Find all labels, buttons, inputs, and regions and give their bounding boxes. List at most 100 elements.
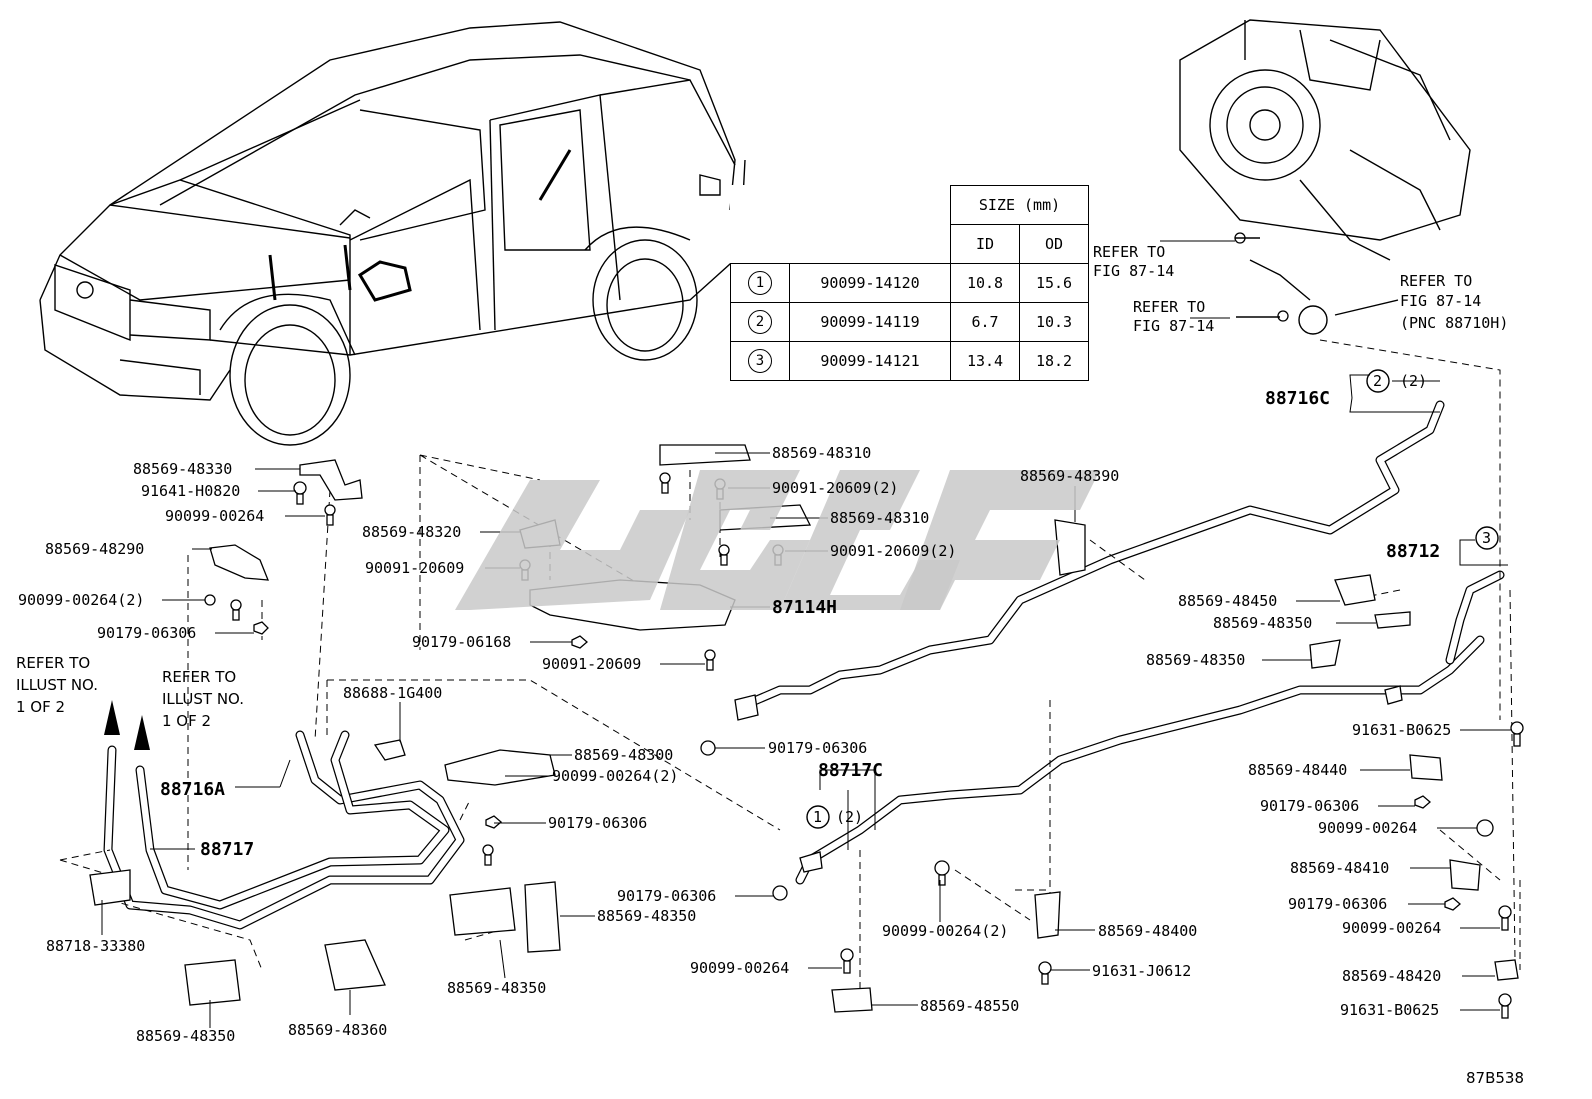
watermark-logo	[455, 470, 1100, 610]
refer-arrows	[104, 237, 1399, 750]
label-88569-48320: 88569-48320	[362, 523, 461, 541]
marker-3: 3	[1482, 529, 1491, 547]
label-88569-48360: 88569-48360	[288, 1021, 387, 1039]
label-91631-J0612: 91631-J0612	[1092, 962, 1191, 980]
circle-markers: 2 (2) 3 1 (2)	[806, 369, 1499, 829]
label-88569-48410: 88569-48410	[1290, 859, 1389, 877]
label-88718-33380: 88718-33380	[46, 937, 145, 955]
refer-fig-c-line1: REFER TO	[1400, 272, 1472, 290]
label-90091-20609-2a: 90091-20609(2)	[772, 479, 898, 497]
label-87114H: 87114H	[772, 597, 837, 618]
row-marker: 2	[748, 310, 772, 334]
part-number-cell: 90099-14119	[789, 302, 951, 342]
pipe-88712	[1445, 570, 1505, 665]
id-cell: 13.4	[950, 341, 1020, 381]
table-row: 3 90099-14121 13.4 18.2	[730, 341, 1089, 381]
label-88569-48350-b: 88569-48350	[1146, 651, 1245, 669]
arrow-up-icon	[134, 715, 150, 750]
refer-illust-right-2: ILLUST NO.	[162, 690, 244, 708]
label-90099-00264-2a: 90099-00264(2)	[18, 591, 144, 609]
label-88716A: 88716A	[160, 779, 225, 800]
refer-fig-b-line1: REFER TO	[1133, 298, 1205, 316]
label-88717C: 88717C	[818, 760, 883, 781]
refer-illust-right-1: REFER TO	[162, 668, 236, 686]
label-88569-48350-a: 88569-48350	[1213, 614, 1312, 632]
vehicle-illustration	[39, 21, 746, 446]
label-88569-48420: 88569-48420	[1342, 967, 1441, 985]
hose-size-table: SIZE (mm) ID OD 1 90099-14120 10.8 15.6 …	[730, 185, 1089, 381]
od-cell: 15.6	[1019, 263, 1089, 303]
table-row: 1 90099-14120 10.8 15.6	[730, 263, 1089, 303]
refer-illust-left-2: ILLUST NO.	[16, 676, 98, 694]
refer-illust-right-3: 1 OF 2	[162, 712, 211, 730]
hvac-unit-illustration	[1179, 19, 1471, 335]
refer-illust-left-3: 1 OF 2	[16, 698, 65, 716]
row-marker: 1	[748, 271, 772, 295]
qty-2-mid: (2)	[836, 808, 863, 826]
refer-illust-left-1: REFER TO	[16, 654, 90, 672]
label-88569-48350-d: 88569-48350	[136, 1027, 235, 1045]
refer-fig-c-line3: (PNC 88710H)	[1400, 314, 1508, 332]
refer-fig-a-line1: REFER TO	[1093, 243, 1165, 261]
pipe-88716A	[103, 730, 465, 930]
label-88569-48330: 88569-48330	[133, 460, 232, 478]
table-row: 2 90099-14119 6.7 10.3	[730, 302, 1089, 342]
id-cell: 10.8	[950, 263, 1020, 303]
label-91641-H0820: 91641-H0820	[141, 482, 240, 500]
label-88569-48310-a: 88569-48310	[772, 444, 871, 462]
label-90099-00264-2b: 90099-00264(2)	[552, 767, 678, 785]
label-88569-48550: 88569-48550	[920, 997, 1019, 1015]
refer-fig-b-line2: FIG 87-14	[1133, 317, 1214, 335]
label-88569-48400: 88569-48400	[1098, 922, 1197, 940]
marker-1: 1	[813, 808, 822, 826]
label-88569-48440: 88569-48440	[1248, 761, 1347, 779]
label-90179-06306-d: 90179-06306	[1260, 797, 1359, 815]
label-88569-48390: 88569-48390	[1020, 467, 1119, 485]
part-labels: REFER TO FIG 87-14 REFER TO FIG 87-14 RE…	[16, 243, 1524, 1087]
label-91631-B0625-b: 91631-B0625	[1340, 1001, 1439, 1019]
table-header-row: SIZE (mm)	[731, 185, 1089, 225]
label-90099-00264-d: 90099-00264	[690, 959, 789, 977]
od-cell: 10.3	[1019, 302, 1089, 342]
marker-2: 2	[1373, 372, 1382, 390]
id-cell: 6.7	[950, 302, 1020, 342]
qty-2-top: (2)	[1400, 372, 1427, 390]
label-88716C: 88716C	[1265, 388, 1330, 409]
label-90099-00264-a: 90099-00264	[165, 507, 264, 525]
label-90099-00264-b: 90099-00264	[1318, 819, 1417, 837]
label-90099-00264-c: 90099-00264	[1342, 919, 1441, 937]
label-90179-06306-e: 90179-06306	[1288, 895, 1387, 913]
label-90179-06306-c: 90179-06306	[548, 814, 647, 832]
label-88569-48300: 88569-48300	[574, 746, 673, 764]
label-90179-06306-f: 90179-06306	[617, 887, 716, 905]
label-88569-48450: 88569-48450	[1178, 592, 1277, 610]
label-88688-1G400: 88688-1G400	[343, 684, 442, 702]
label-90179-06306-a: 90179-06306	[97, 624, 196, 642]
label-90091-20609-2b: 90091-20609(2)	[830, 542, 956, 560]
part-number-cell: 90099-14120	[789, 263, 951, 303]
diagram-id: 87B538	[1466, 1069, 1524, 1087]
label-91631-B0625-a: 91631-B0625	[1352, 721, 1451, 739]
label-90179-06168: 90179-06168	[412, 633, 511, 651]
label-90099-00264-2c: 90099-00264(2)	[882, 922, 1008, 940]
label-88717: 88717	[200, 839, 254, 860]
label-90179-06306-b: 90179-06306	[768, 739, 867, 757]
label-88569-48290: 88569-48290	[45, 540, 144, 558]
label-88712: 88712	[1386, 541, 1440, 562]
arrow-up-icon	[104, 700, 120, 735]
refer-fig-c-line2: FIG 87-14	[1400, 292, 1481, 310]
col-id-header: ID	[950, 224, 1020, 264]
label-90091-20609-b: 90091-20609	[542, 655, 641, 673]
refer-fig-a-line2: FIG 87-14	[1093, 262, 1174, 280]
label-90091-20609-a: 90091-20609	[365, 559, 464, 577]
label-88569-48350-e: 88569-48350	[447, 979, 546, 997]
label-88569-48350-c: 88569-48350	[597, 907, 696, 925]
part-number-cell: 90099-14121	[789, 341, 951, 381]
pipe-88717C	[795, 635, 1485, 885]
label-88569-48310-b: 88569-48310	[830, 509, 929, 527]
row-marker: 3	[748, 349, 772, 373]
table-subheader-row: ID OD	[731, 224, 1089, 264]
col-od-header: OD	[1019, 224, 1089, 264]
pipe-88716C	[740, 400, 1445, 710]
